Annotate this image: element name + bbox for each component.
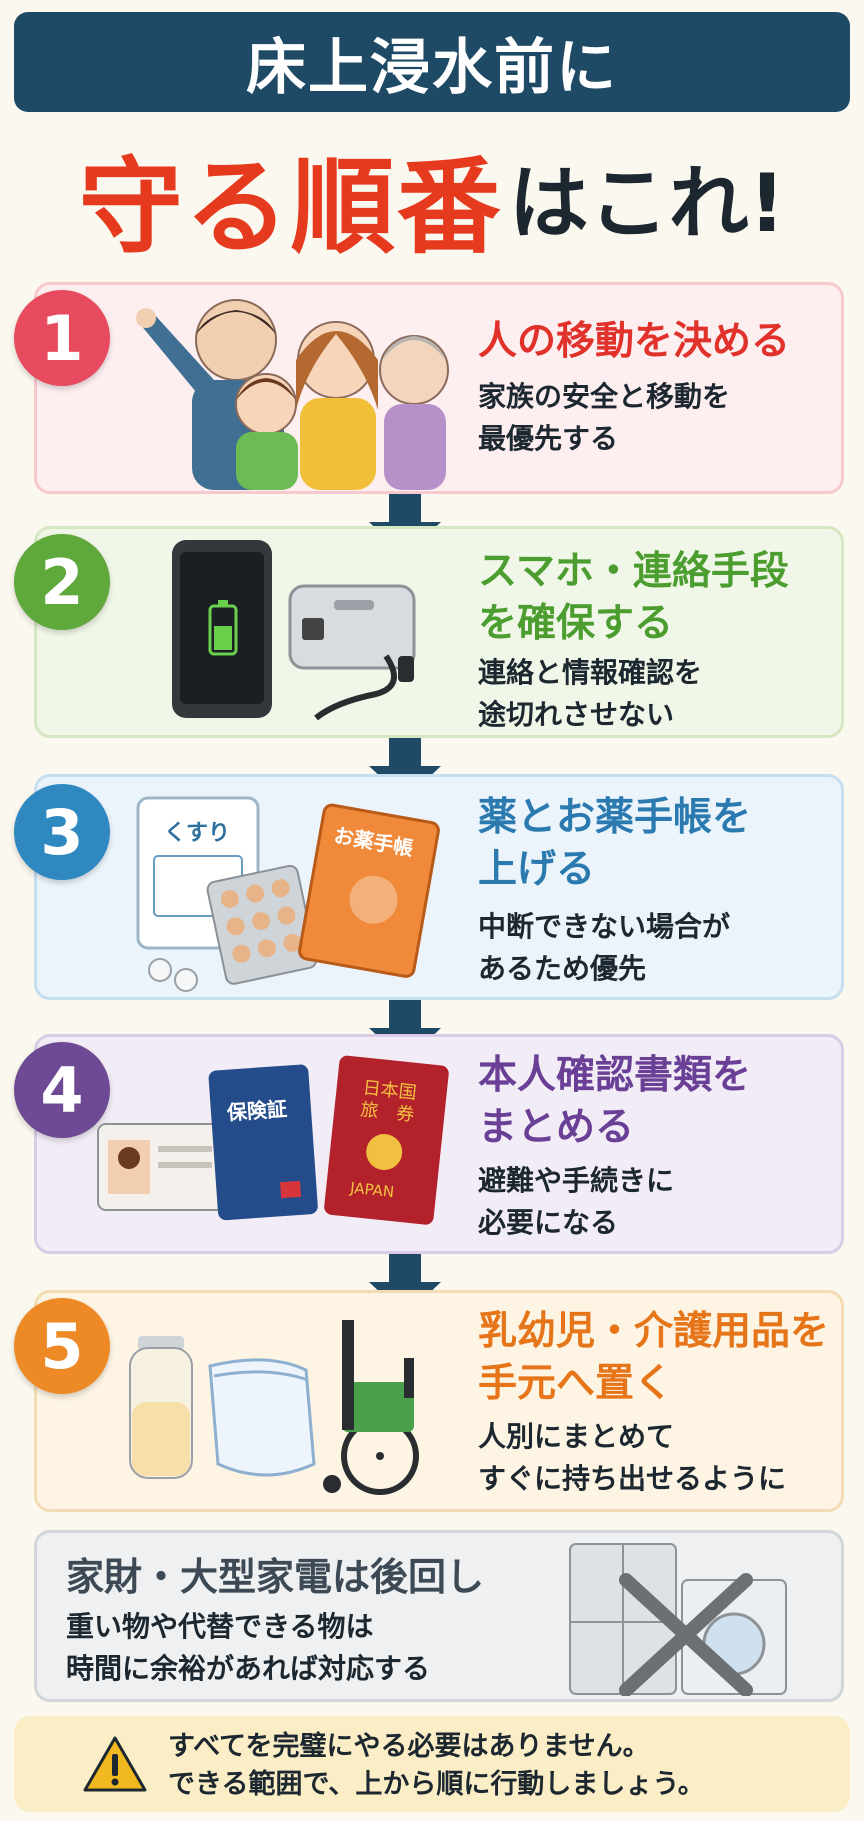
headline-emphasis: 守る順番 xyxy=(78,145,503,268)
passport-country: JAPAN xyxy=(348,1179,395,1202)
step-desc-line: 最優先する xyxy=(478,422,619,455)
step-title: 乳幼児・介護用品を xyxy=(478,1309,830,1354)
large-appliances-crossed-icon xyxy=(569,1543,787,1696)
step-title: を確保する xyxy=(478,601,674,646)
step-title: 手元へ置く xyxy=(478,1361,674,1406)
step-desc-line: 途切れさせない xyxy=(478,698,675,731)
headline-suffix: はこれ! xyxy=(508,157,786,250)
medicine-bag-label: くすり xyxy=(164,821,230,846)
step-desc-line: 家族の安全と移動を xyxy=(478,380,731,413)
step-title: まとめる xyxy=(478,1105,635,1150)
headline: 守る順番 はこれ! xyxy=(0,122,864,272)
step-card-2 xyxy=(34,526,844,738)
step-desc-line: あるため優先 xyxy=(478,952,647,985)
page-title: 床上浸水前に xyxy=(14,12,850,112)
medicine-icon: くすり お薬手帳 xyxy=(136,796,440,992)
infant-and-care-supplies-icon xyxy=(129,1320,419,1495)
notice-line: できる範囲で、上から順に行動しましょう。 xyxy=(168,1769,705,1800)
warning-icon xyxy=(83,1736,147,1792)
notice-banner xyxy=(14,1716,850,1812)
family-evacuating-icon xyxy=(136,299,449,490)
step-title: 薬とお薬手帳を xyxy=(478,795,752,840)
step-desc-line: 中断できない場合が xyxy=(478,910,731,943)
step-title: 本人確認書類を xyxy=(478,1053,752,1098)
step-desc-line: すぐに持ち出せるように xyxy=(478,1462,787,1495)
notice-line: すべてを完璧にやる必要はありません。 xyxy=(168,1731,650,1762)
step-desc-line: 必要になる xyxy=(478,1206,619,1239)
smartphone-battery-icon xyxy=(172,540,416,721)
id-documents-icon: 保険証 日本国 旅 券 JAPAN xyxy=(97,1055,449,1225)
step-title: 人の移動を決める xyxy=(478,319,791,364)
step-title: スマホ・連絡手段 xyxy=(478,549,789,594)
step-number-badge: 2 xyxy=(14,534,110,630)
postpone-desc-line: 時間に余裕があれば対応する xyxy=(66,1652,431,1685)
step-number-badge: 1 xyxy=(14,290,110,386)
insurance-card-label: 保険証 xyxy=(225,1097,288,1125)
postpone-desc-line: 重い物や代替できる物は xyxy=(66,1610,374,1643)
step-desc-line: 避難や手続きに xyxy=(478,1164,675,1197)
step-number-badge: 4 xyxy=(14,1042,110,1138)
step-title: 上げる xyxy=(478,847,596,892)
step-number-badge: 5 xyxy=(14,1298,110,1394)
postpone-title: 家財・大型家電は後回し xyxy=(66,1555,485,1599)
step-desc-line: 人別にまとめて xyxy=(478,1420,675,1453)
step-desc-line: 連絡と情報確認を xyxy=(478,656,703,689)
step-number-badge: 3 xyxy=(14,784,110,880)
